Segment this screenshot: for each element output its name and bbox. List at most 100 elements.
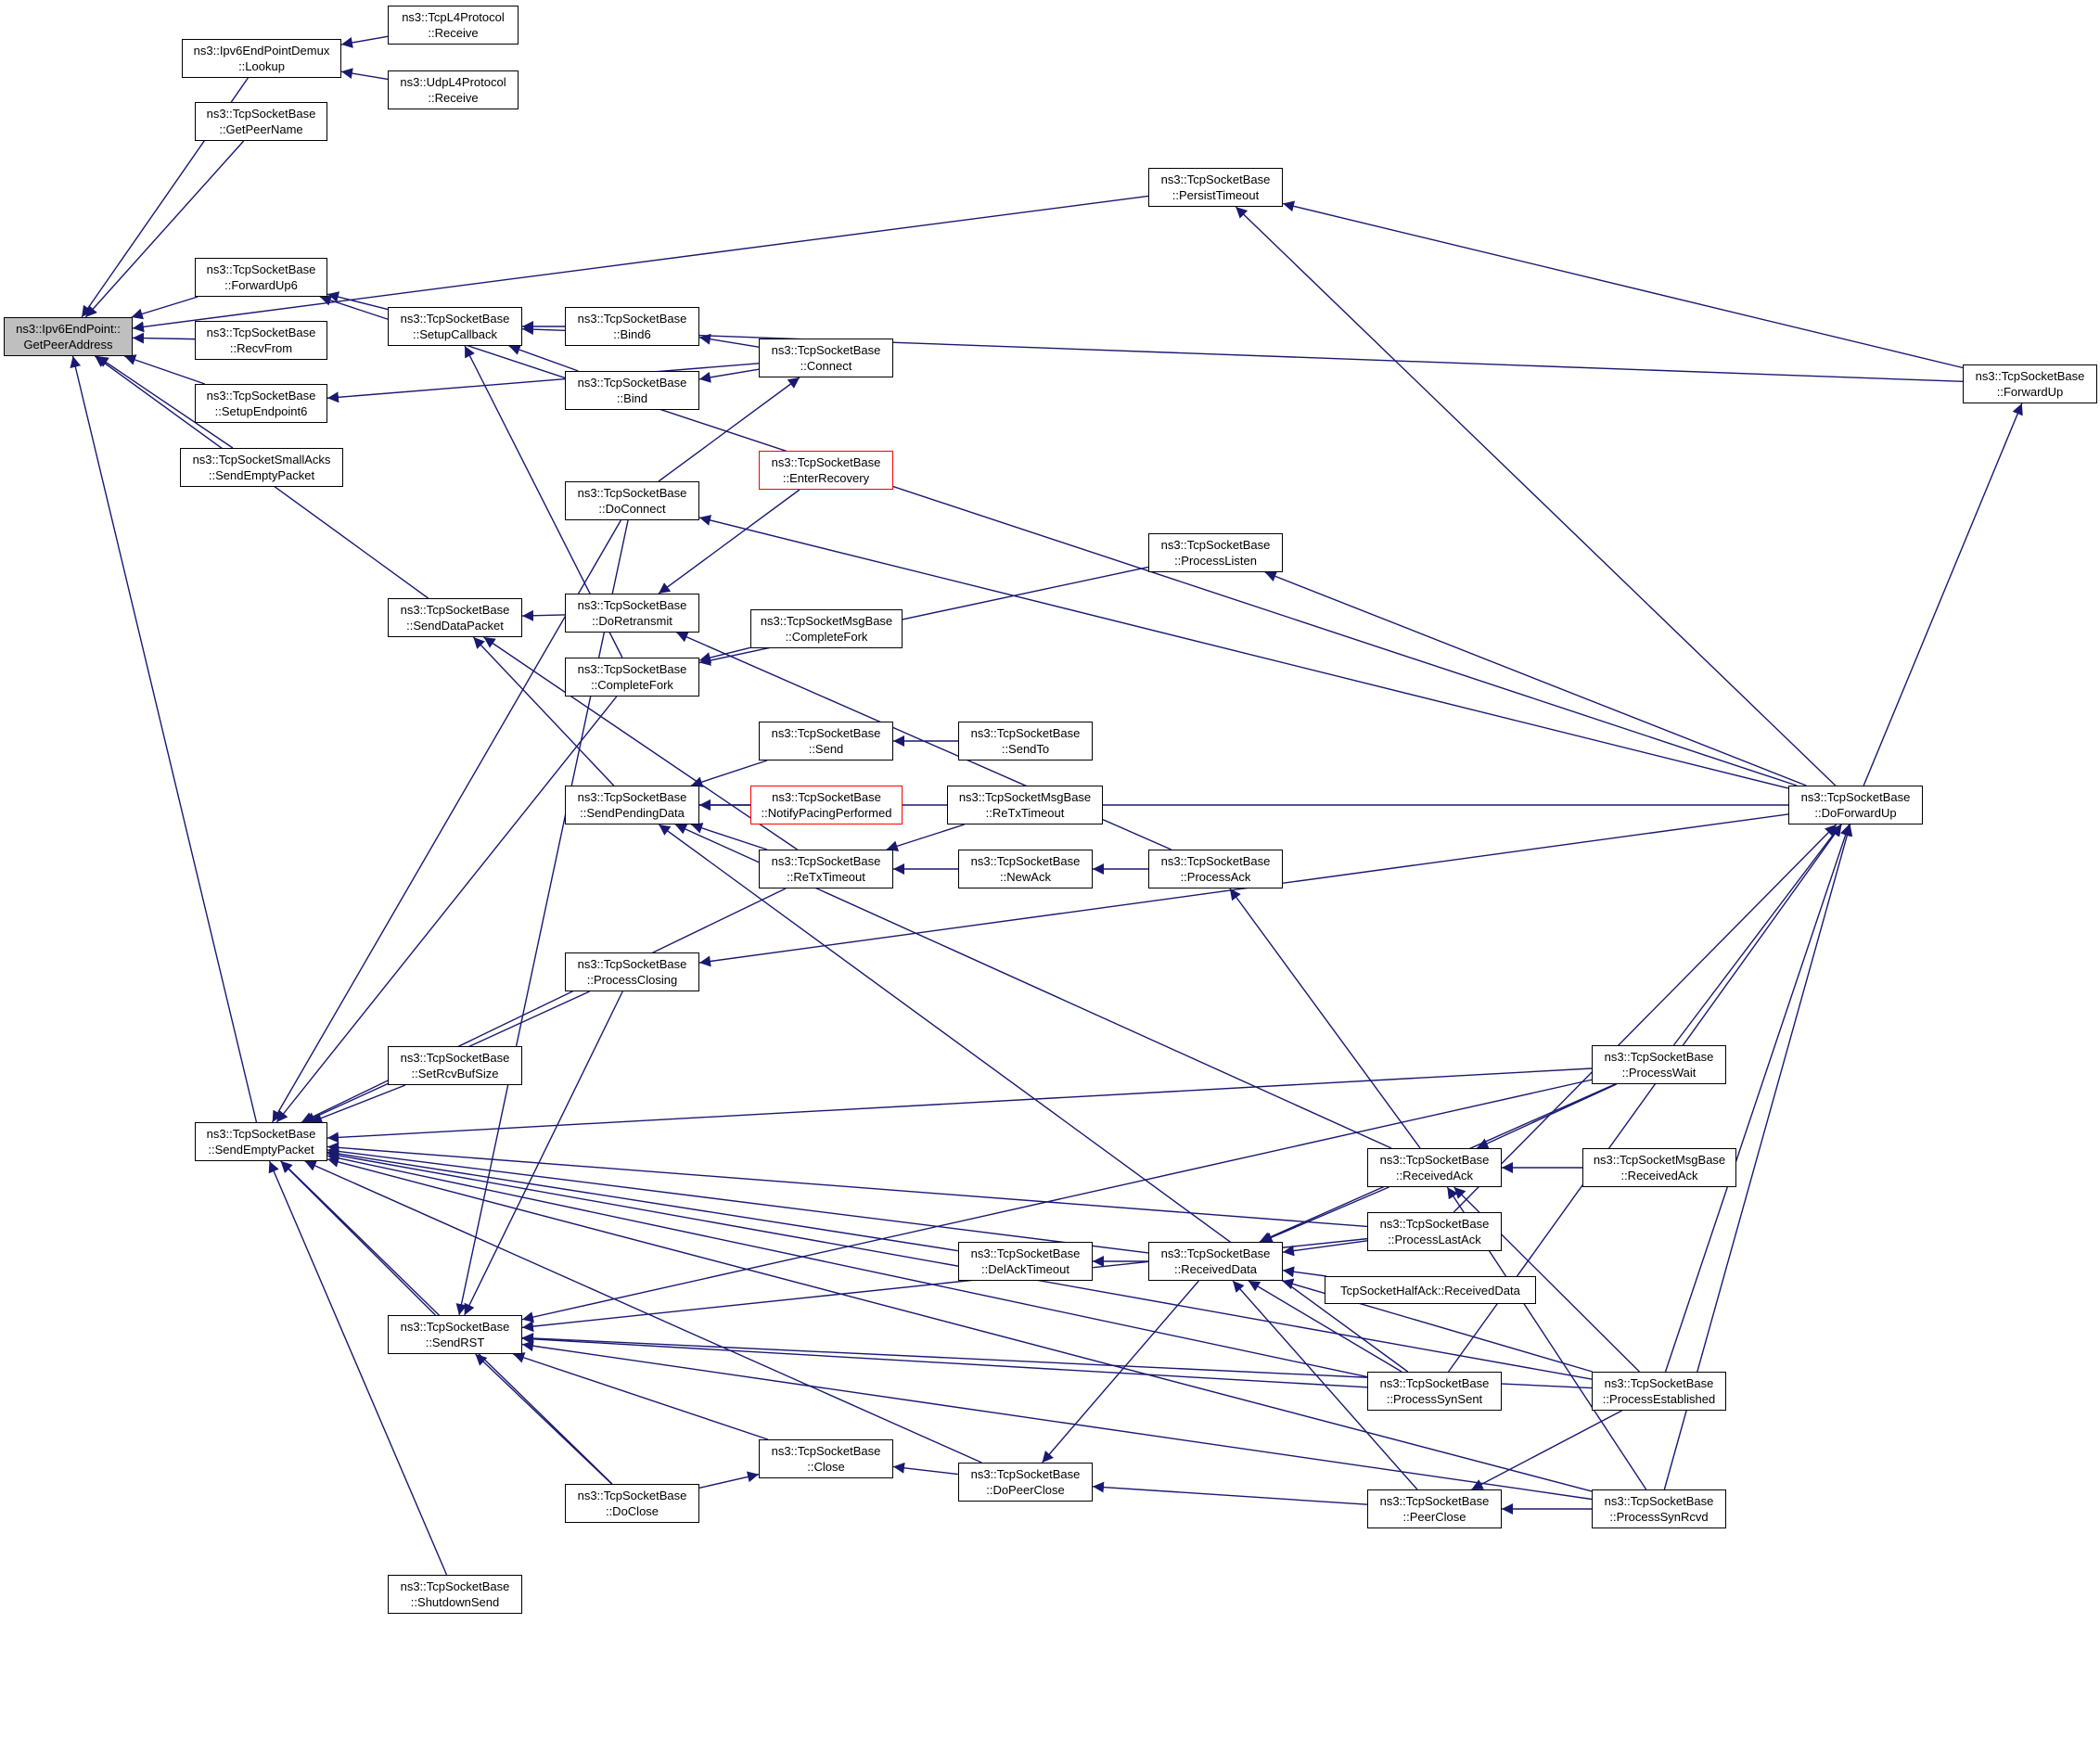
edge-delacktimeout-to-sendemptypacket	[327, 1148, 959, 1252]
node-setupendpoint6[interactable]: ns3::TcpSocketBase::SetupEndpoint6	[195, 384, 327, 423]
node-sendpendingdata-line-0: ns3::TcpSocketBase	[577, 790, 687, 804]
edge-dopeerclose-to-close	[892, 1462, 959, 1476]
node-smallacks[interactable]: ns3::TcpSocketSmallAcks::SendEmptyPacket	[180, 448, 343, 487]
edge-doconnect-to-sendemptypacket	[272, 519, 621, 1123]
edge-sendemptypacket-to-root	[70, 355, 258, 1123]
node-recvfrom-line-0: ns3::TcpSocketBase	[206, 326, 316, 339]
node-bind-line-1: ::Bind	[616, 391, 648, 405]
edge-processlastack-to-doforwardup	[1453, 824, 1838, 1213]
node-doconnect[interactable]: ns3::TcpSocketBase::DoConnect	[565, 481, 699, 520]
node-sendto[interactable]: ns3::TcpSocketBase::SendTo	[958, 722, 1093, 761]
node-send[interactable]: ns3::TcpSocketBase::Send	[759, 722, 893, 761]
edge-processsynsent-to-sendemptypacket	[327, 1152, 1368, 1378]
node-recvfrom[interactable]: ns3::TcpSocketBase::RecvFrom	[195, 321, 327, 360]
node-setupcallback-line-1: ::SetupCallback	[412, 327, 498, 341]
node-setupcallback[interactable]: ns3::TcpSocketBase::SetupCallback	[388, 307, 522, 346]
node-forwardup[interactable]: ns3::TcpSocketBase::ForwardUp	[1963, 364, 2097, 403]
node-doretransmit[interactable]: ns3::TcpSocketBase::DoRetransmit	[565, 594, 699, 633]
node-processack[interactable]: ns3::TcpSocketBase::ProcessAck	[1148, 850, 1283, 888]
node-sendemptypacket-line-0: ns3::TcpSocketBase	[206, 1127, 316, 1141]
node-msgcompletefork-line-0: ns3::TcpSocketMsgBase	[760, 614, 893, 628]
node-bind6-line-0: ns3::TcpSocketBase	[577, 312, 687, 326]
edge-msgcompletefork-to-completefork	[698, 646, 751, 663]
edge-smallacks-to-root	[96, 355, 234, 449]
node-tcpl4[interactable]: ns3::TcpL4Protocol::Receive	[388, 6, 519, 45]
node-persisttimeout[interactable]: ns3::TcpSocketBase::PersistTimeout	[1148, 168, 1283, 207]
node-completefork[interactable]: ns3::TcpSocketBase::CompleteFork	[565, 658, 699, 697]
node-connect[interactable]: ns3::TcpSocketBase::Connect	[759, 339, 893, 377]
edge-connect-to-setupendpoint6	[327, 363, 760, 403]
node-notifypacing[interactable]: ns3::TcpSocketBase::NotifyPacingPerforme…	[750, 786, 903, 824]
node-send-line-0: ns3::TcpSocketBase	[771, 726, 881, 740]
node-close[interactable]: ns3::TcpSocketBase::Close	[759, 1439, 893, 1478]
node-processclosing[interactable]: ns3::TcpSocketBase::ProcessClosing	[565, 952, 699, 991]
node-msgreceivedack[interactable]: ns3::TcpSocketMsgBase::ReceivedAck	[1582, 1148, 1736, 1187]
node-peerclose-line-0: ns3::TcpSocketBase	[1379, 1494, 1490, 1508]
node-bind[interactable]: ns3::TcpSocketBase::Bind	[565, 371, 699, 410]
node-shutdownsend[interactable]: ns3::TcpSocketBase::ShutdownSend	[388, 1575, 522, 1614]
node-msgretxtimeout[interactable]: ns3::TcpSocketMsgBase::ReTxTimeout	[947, 786, 1103, 824]
edge-receivedack-to-receiveddata	[1261, 1186, 1389, 1243]
edge-receiveddata-to-dopeerclose	[1042, 1280, 1199, 1464]
node-retxtimeout[interactable]: ns3::TcpSocketBase::ReTxTimeout	[759, 850, 893, 888]
node-receiveddata-line-1: ::ReceivedData	[1174, 1262, 1257, 1276]
node-halfack[interactable]: TcpSocketHalfAck::ReceivedData	[1325, 1276, 1536, 1304]
node-setupcallback-line-0: ns3::TcpSocketBase	[400, 312, 510, 326]
edge-sendrst-to-sendemptypacket	[280, 1160, 436, 1316]
node-udpl4[interactable]: ns3::UdpL4Protocol::Receive	[388, 70, 519, 109]
node-peerclose[interactable]: ns3::TcpSocketBase::PeerClose	[1367, 1489, 1502, 1528]
node-bind6[interactable]: ns3::TcpSocketBase::Bind6	[565, 307, 699, 346]
node-processlastack[interactable]: ns3::TcpSocketBase::ProcessLastAck	[1367, 1212, 1502, 1251]
node-delacktimeout-line-1: ::DelAckTimeout	[981, 1262, 1069, 1276]
node-processlisten[interactable]: ns3::TcpSocketBase::ProcessListen	[1148, 533, 1283, 572]
node-doforwardup-line-1: ::DoForwardUp	[1814, 806, 1897, 820]
node-close-line-0: ns3::TcpSocketBase	[771, 1444, 881, 1458]
edge-tcpl4-to-lookup	[340, 35, 389, 48]
node-forwardup-line-0: ns3::TcpSocketBase	[1975, 369, 2085, 383]
node-sendpendingdata[interactable]: ns3::TcpSocketBase::SendPendingData	[565, 786, 699, 824]
node-msgretxtimeout-line-1: ::ReTxTimeout	[985, 806, 1065, 820]
node-processwait-line-1: ::ProcessWait	[1621, 1066, 1697, 1080]
edge-retxtimeout-to-sendpendingdata	[690, 823, 768, 850]
node-dopeerclose-line-0: ns3::TcpSocketBase	[970, 1467, 1081, 1481]
node-setrcvbufsize[interactable]: ns3::TcpSocketBase::SetRcvBufSize	[388, 1046, 522, 1085]
node-processsynsent[interactable]: ns3::TcpSocketBase::ProcessSynSent	[1367, 1372, 1502, 1411]
node-dopeerclose[interactable]: ns3::TcpSocketBase::DoPeerClose	[958, 1463, 1093, 1502]
edge-processsynsent-to-sendrst	[521, 1333, 1368, 1388]
node-sendrst[interactable]: ns3::TcpSocketBase::SendRST	[388, 1315, 522, 1354]
node-persisttimeout-line-0: ns3::TcpSocketBase	[1160, 173, 1271, 186]
node-newack[interactable]: ns3::TcpSocketBase::NewAck	[958, 850, 1093, 888]
node-delacktimeout[interactable]: ns3::TcpSocketBase::DelAckTimeout	[958, 1242, 1093, 1281]
node-processwait[interactable]: ns3::TcpSocketBase::ProcessWait	[1592, 1045, 1726, 1084]
node-sendemptypacket-line-1: ::SendEmptyPacket	[208, 1143, 314, 1157]
node-sendrst-line-0: ns3::TcpSocketBase	[400, 1320, 510, 1334]
node-halfack-line-0: TcpSocketHalfAck::ReceivedData	[1340, 1283, 1520, 1297]
edge-processsynrcvd-to-sendemptypacket	[327, 1157, 1593, 1492]
node-sendemptypacket[interactable]: ns3::TcpSocketBase::SendEmptyPacket	[195, 1122, 327, 1161]
node-msgcompletefork[interactable]: ns3::TcpSocketMsgBase::CompleteFork	[750, 609, 903, 648]
node-smallacks-line-1: ::SendEmptyPacket	[208, 468, 315, 482]
node-doforwardup[interactable]: ns3::TcpSocketBase::DoForwardUp	[1788, 786, 1923, 824]
node-getpeername[interactable]: ns3::TcpSocketBase::GetPeerName	[195, 102, 327, 141]
node-persisttimeout-line-1: ::PersistTimeout	[1172, 188, 1260, 202]
node-senddatapacket-line-1: ::SendDataPacket	[406, 619, 504, 633]
node-forwardup6[interactable]: ns3::TcpSocketBase::ForwardUp6	[195, 258, 327, 297]
node-processsynrcvd-line-0: ns3::TcpSocketBase	[1604, 1494, 1714, 1508]
node-processestablished[interactable]: ns3::TcpSocketBase::ProcessEstablished	[1592, 1372, 1726, 1411]
node-lookup[interactable]: ns3::Ipv6EndPointDemux::Lookup	[182, 39, 341, 78]
edge-processsynsent-to-sendpendingdata	[658, 824, 1409, 1373]
node-receivedack[interactable]: ns3::TcpSocketBase::ReceivedAck	[1367, 1148, 1502, 1187]
edge-receivedack-to-processack	[1229, 888, 1421, 1149]
node-processsynrcvd[interactable]: ns3::TcpSocketBase::ProcessSynRcvd	[1592, 1489, 1726, 1528]
node-receiveddata[interactable]: ns3::TcpSocketBase::ReceivedData	[1148, 1242, 1283, 1281]
node-processsynsent-line-0: ns3::TcpSocketBase	[1379, 1376, 1490, 1390]
edge-halfack-to-receiveddata	[1282, 1266, 1327, 1278]
node-doclose[interactable]: ns3::TcpSocketBase::DoClose	[565, 1484, 699, 1523]
node-enterrecovery[interactable]: ns3::TcpSocketBase::EnterRecovery	[759, 451, 893, 490]
node-root-line-0: ns3::Ipv6EndPoint::	[16, 322, 121, 336]
edge-setrcvbufsize-to-sendemptypacket	[310, 1084, 406, 1124]
node-senddatapacket[interactable]: ns3::TcpSocketBase::SendDataPacket	[388, 598, 522, 637]
node-doforwardup-line-0: ns3::TcpSocketBase	[1800, 790, 1911, 804]
node-getpeername-line-1: ::GetPeerName	[219, 122, 303, 136]
